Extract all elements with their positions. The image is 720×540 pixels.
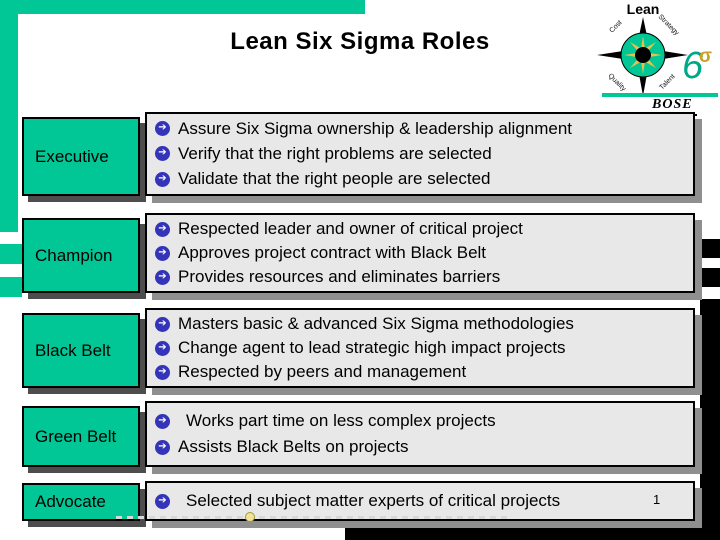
role-row-black-belt: Black Belt Masters basic & advanced Six … <box>22 308 695 388</box>
role-row-executive: Executive Assure Six Sigma ownership & l… <box>22 112 695 196</box>
teal-top-band <box>0 0 365 14</box>
role-label: Executive <box>22 117 140 196</box>
circled-right-arrow-icon <box>155 413 170 429</box>
role-content: Masters basic & advanced Six Sigma metho… <box>145 308 695 388</box>
bullet-text: Verify that the right problems are selec… <box>178 143 492 163</box>
circled-right-arrow-icon <box>155 121 170 137</box>
black-bottom-bar <box>345 528 720 540</box>
role-label: Champion <box>22 218 140 293</box>
bullet-text: Selected subject matter experts of criti… <box>186 491 561 510</box>
bullet-line: Assure Six Sigma ownership & leadership … <box>155 116 687 141</box>
role-content: Respected leader and owner of critical p… <box>145 213 695 293</box>
bullet-line: Respected by peers and management <box>155 360 687 384</box>
circled-right-arrow-icon <box>155 269 170 285</box>
six-sigma-six: 6 <box>682 45 704 87</box>
black-right-dash <box>700 268 720 287</box>
role-row-green-belt: Green Belt Works part time on less compl… <box>22 401 695 467</box>
logo-lean-label: Lean <box>627 1 660 17</box>
teal-left-bar <box>0 0 18 232</box>
role-content: Assure Six Sigma ownership & leadership … <box>145 112 695 196</box>
role-name: Black Belt <box>35 340 111 360</box>
bullet-line: Respected leader and owner of critical p… <box>155 217 687 241</box>
black-right-bar <box>700 299 720 540</box>
footer-dot-icon <box>245 512 255 522</box>
bullet-text: Provides resources and eliminates barrie… <box>178 267 501 286</box>
bullet-text: Respected leader and owner of critical p… <box>178 219 523 238</box>
bullet-text: Assists Black Belts on projects <box>178 437 409 456</box>
bullet-text: Validate that the right people are selec… <box>178 169 491 189</box>
bullet-line: Approves project contract with Black Bel… <box>155 241 687 265</box>
logo-label-talent: Talent <box>658 73 676 91</box>
role-row-advocate: Advocate Selected subject matter experts… <box>22 481 695 521</box>
role-label: Green Belt <box>22 406 140 467</box>
footer-ghost-text <box>116 516 510 519</box>
role-label: Advocate <box>22 483 140 521</box>
logo-label-strategy: Strategy <box>657 13 681 37</box>
role-name: Advocate <box>35 492 106 511</box>
black-right-dash <box>700 239 720 258</box>
logo-label-cost: Cost <box>608 19 623 34</box>
bullet-text: Change agent to lead strategic high impa… <box>178 338 566 357</box>
role-name: Champion <box>35 245 113 265</box>
circled-right-arrow-icon <box>155 493 170 509</box>
bullet-line: Assists Black Belts on projects <box>155 434 687 460</box>
lean-six-sigma-compass-logo: Lean Cost Strategy Quality <box>596 0 720 112</box>
role-name: Green Belt <box>35 426 117 446</box>
bullet-text: Respected by peers and management <box>178 362 467 381</box>
circled-right-arrow-icon <box>155 439 170 455</box>
role-label: Black Belt <box>22 313 140 388</box>
circled-right-arrow-icon <box>155 364 170 380</box>
circled-right-arrow-icon <box>155 245 170 261</box>
bullet-text: Assure Six Sigma ownership & leadership … <box>178 118 573 138</box>
teal-left-dash <box>0 277 22 297</box>
bullet-line: Verify that the right problems are selec… <box>155 141 687 166</box>
role-content: Works part time on less complex projects… <box>145 401 695 467</box>
bullet-line: Masters basic & advanced Six Sigma metho… <box>155 312 687 336</box>
bullet-line: Change agent to lead strategic high impa… <box>155 336 687 360</box>
six-sigma-sigma: σ <box>699 46 712 67</box>
role-content: Selected subject matter experts of criti… <box>145 481 695 521</box>
bullet-text: Masters basic & advanced Six Sigma metho… <box>178 314 574 333</box>
role-row-champion: Champion Respected leader and owner of c… <box>22 213 695 293</box>
logo-label-quality: Quality <box>607 72 628 93</box>
bullet-line: Selected subject matter experts of criti… <box>155 488 687 514</box>
bullet-text: Works part time on less complex projects <box>186 411 496 430</box>
logo-divider-line <box>602 93 718 97</box>
bullet-text: Approves project contract with Black Bel… <box>178 243 487 262</box>
circled-right-arrow-icon <box>155 146 170 162</box>
bullet-line: Works part time on less complex projects <box>155 408 687 434</box>
page-number: 1 <box>653 492 661 507</box>
bullet-line: Provides resources and eliminates barrie… <box>155 265 687 289</box>
teal-left-dash <box>0 244 22 264</box>
role-name: Executive <box>35 146 109 166</box>
circled-right-arrow-icon <box>155 340 170 356</box>
compass-icon: Lean Cost Strategy Quality <box>597 1 712 96</box>
page-title: Lean Six Sigma Roles <box>230 28 490 55</box>
circled-right-arrow-icon <box>155 316 170 332</box>
circled-right-arrow-icon <box>155 171 170 187</box>
bullet-line: Validate that the right people are selec… <box>155 167 687 192</box>
circled-right-arrow-icon <box>155 221 170 237</box>
